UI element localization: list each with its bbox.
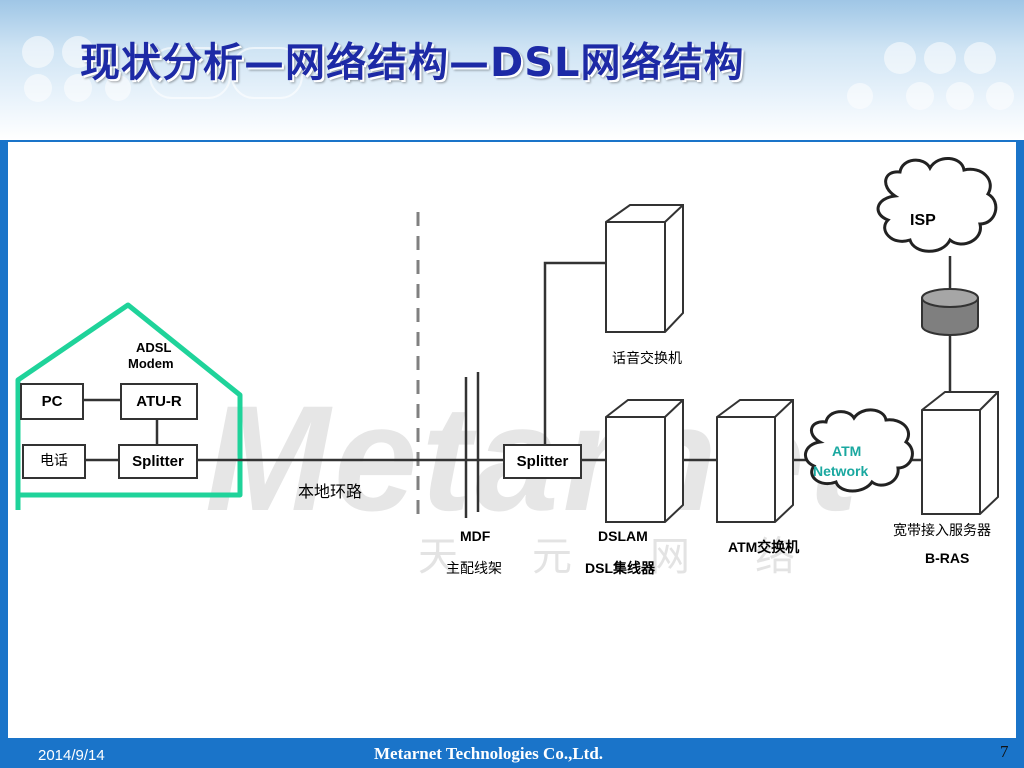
atm-network-cloud bbox=[804, 408, 914, 493]
dslam-device bbox=[605, 399, 684, 523]
watermark-cn-1: 天 bbox=[418, 535, 458, 579]
home-splitter-label: Splitter bbox=[132, 453, 184, 470]
co-splitter-box: Splitter bbox=[503, 444, 582, 479]
bras-label: B-RAS bbox=[925, 550, 970, 566]
slide-title: 现状分析—网络结构—DSL网络结构 bbox=[80, 40, 745, 86]
footer-bar bbox=[0, 740, 1024, 768]
page-number: 7 bbox=[1000, 742, 1009, 761]
isp-cloud bbox=[876, 157, 998, 253]
home-splitter-box: Splitter bbox=[118, 444, 198, 479]
mdf-label: MDF bbox=[460, 528, 491, 544]
atm-switch-device bbox=[716, 399, 794, 523]
atu-r-label: ATU-R bbox=[136, 393, 182, 410]
modem-label: Modem bbox=[128, 356, 174, 371]
phone-box: 电话 bbox=[22, 444, 86, 479]
phone-label: 电话 bbox=[40, 453, 68, 469]
bras-device bbox=[921, 391, 999, 515]
house-outline bbox=[15, 302, 243, 510]
voice-switch-device bbox=[605, 204, 684, 333]
atm-switch-label: ATM交换机 bbox=[728, 539, 800, 555]
dslam-cn-label: DSL集线器 bbox=[585, 560, 655, 576]
atu-r-box: ATU-R bbox=[120, 383, 198, 420]
header-background bbox=[0, 0, 1024, 140]
watermark-cn-3: 网 bbox=[650, 535, 690, 579]
line-splitter-voice bbox=[543, 261, 606, 444]
footer-company: Metarnet Technologies Co.,Ltd. bbox=[374, 744, 604, 763]
pc-box: PC bbox=[20, 383, 84, 420]
mdf-cn-label: 主配线架 bbox=[446, 561, 502, 577]
dslam-label: DSLAM bbox=[598, 528, 648, 544]
watermark-cn-2: 元 bbox=[532, 535, 572, 579]
voice-switch-label: 话音交换机 bbox=[612, 351, 682, 367]
adsl-label: ADSL bbox=[136, 340, 172, 355]
footer-date: 2014/9/14 bbox=[38, 747, 105, 764]
watermark-cn-4: 络 bbox=[755, 535, 795, 579]
co-splitter-label: Splitter bbox=[516, 453, 569, 470]
atm-network-label-2: Network bbox=[813, 463, 869, 479]
database-icon bbox=[921, 288, 979, 336]
atm-network-label-1: ATM bbox=[832, 443, 862, 459]
isp-label: ISP bbox=[910, 212, 936, 229]
bras-cn-label: 宽带接入服务器 bbox=[893, 523, 991, 539]
header-decoration bbox=[22, 36, 1014, 110]
pc-label: PC bbox=[41, 393, 63, 410]
local-loop-label: 本地环路 bbox=[298, 482, 363, 501]
